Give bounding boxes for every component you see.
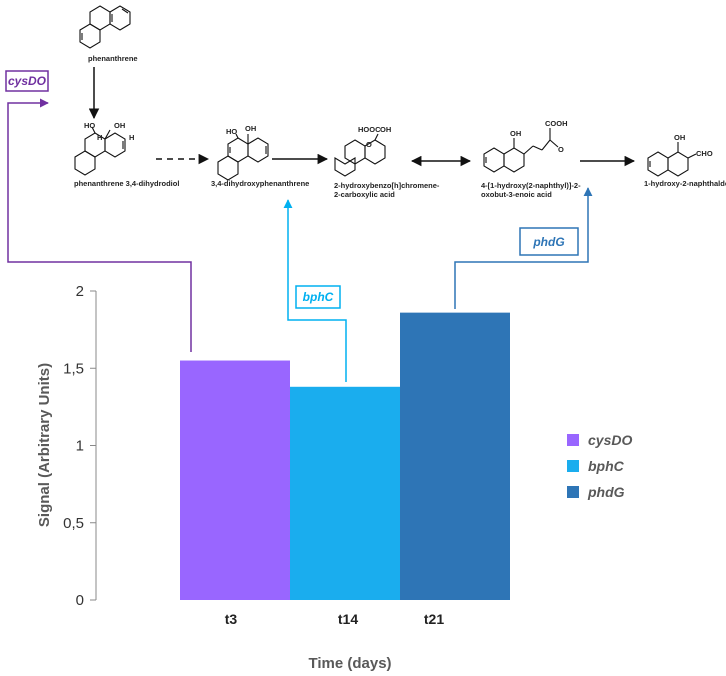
phenanthrene-structure xyxy=(79,5,131,49)
phdg-connector xyxy=(454,187,593,309)
y-tick-label: 1,5 xyxy=(63,360,84,377)
y-tick-label: 1 xyxy=(76,438,84,455)
legend-swatch-cysdo xyxy=(567,434,579,446)
compound-label-phenanthrene: phenanthrene xyxy=(88,54,138,63)
compound-label-chromene-line1: 2-hydroxybenzo[h]chromene- xyxy=(334,181,440,190)
compound-label-dihydrodiol: phenanthrene 3,4-dihydrodiol xyxy=(74,179,179,188)
atom-h-dihydrodiol-2: H xyxy=(129,133,134,142)
bar-group xyxy=(180,312,510,600)
legend-swatch-bphc xyxy=(567,460,579,472)
bar-chart: 0 0,5 1 1,5 2 t3 t14 t21 Signal (Arbitrary Uni… xyxy=(36,283,632,672)
phdg-label: phdG xyxy=(532,235,564,249)
chromene-structure xyxy=(334,133,386,177)
y-axis-title: Signal (Arbitrary Units) xyxy=(36,363,53,527)
x-category-group: t3 t14 t21 xyxy=(225,611,445,627)
bphc-connector xyxy=(283,199,347,382)
atom-ho-dihydrodiol: HO xyxy=(84,121,95,130)
x-axis-title: Time (days) xyxy=(308,655,391,672)
legend-label-cysdo: cysDO xyxy=(588,432,632,448)
x-category-label-t3: t3 xyxy=(225,611,238,627)
compound-label-naphthaldehyde: 1-hydroxy-2-naphthaldehyde xyxy=(644,179,726,188)
legend: cysDO bphC phdG xyxy=(567,432,632,500)
naphthaldehyde-structure xyxy=(647,142,697,177)
bar-phdg xyxy=(400,312,510,600)
dihydrodiol-structure xyxy=(74,126,126,176)
compound-label-oxobutenoic-line2: oxobut-3-enoic acid xyxy=(481,190,552,199)
x-category-label-t21: t21 xyxy=(424,611,444,627)
cysdo-label-box xyxy=(5,70,49,92)
atom-cho-naphthaldehyde: CHO xyxy=(696,149,713,158)
y-tick-group: 0 0,5 1 1,5 2 xyxy=(63,283,96,609)
atom-hooc-chromene: HOOC xyxy=(358,125,381,134)
y-tick-label: 0 xyxy=(76,592,84,609)
atom-oh-naphthaldehyde: OH xyxy=(674,133,685,142)
dihydroxyphenanthrene-structure xyxy=(217,133,269,181)
atom-o-oxobutenoic: O xyxy=(558,145,564,154)
x-category-label-t14: t14 xyxy=(338,611,358,627)
phdg-label-box xyxy=(519,227,579,256)
atom-o-chromene: O xyxy=(366,140,372,149)
bphc-label-box xyxy=(295,285,341,309)
compound-label-chromene-line2: 2-carboxylic acid xyxy=(334,190,395,199)
legend-label-bphc: bphC xyxy=(588,458,625,474)
cysdo-label: cysDO xyxy=(8,74,47,88)
legend-label-phdg: phdG xyxy=(587,484,625,500)
legend-swatch-phdg xyxy=(567,486,579,498)
bar-cysdo xyxy=(180,360,290,600)
y-tick-label: 2 xyxy=(76,283,84,300)
bar-bphc xyxy=(290,386,400,600)
compound-label-oxobutenoic-line1: 4-[1-hydroxy(2-naphthyl)]-2- xyxy=(481,181,581,190)
oxobutenoic-structure xyxy=(483,128,559,173)
gene-connectors: cysDO bphC phdG xyxy=(5,70,593,382)
bphc-label: bphC xyxy=(303,290,334,304)
atom-oh-dihydroxy: OH xyxy=(245,124,256,133)
atom-h-dihydrodiol-1: H xyxy=(97,133,102,142)
atom-oh-dihydrodiol: OH xyxy=(114,121,125,130)
cysdo-connector xyxy=(7,98,192,352)
compound-label-dihydroxyphenanthrene: 3,4-dihydroxyphenanthrene xyxy=(211,179,309,188)
atom-oh-oxobutenoic: OH xyxy=(510,129,521,138)
atom-cooh-oxobutenoic: COOH xyxy=(545,119,568,128)
atom-ho-dihydroxy: HO xyxy=(226,127,237,136)
pathway-diagram: phenanthrene HO OH H H phenanthrene 3,4-… xyxy=(74,5,726,199)
atom-oh-chromene: OH xyxy=(380,125,391,134)
y-tick-label: 0,5 xyxy=(63,515,84,532)
